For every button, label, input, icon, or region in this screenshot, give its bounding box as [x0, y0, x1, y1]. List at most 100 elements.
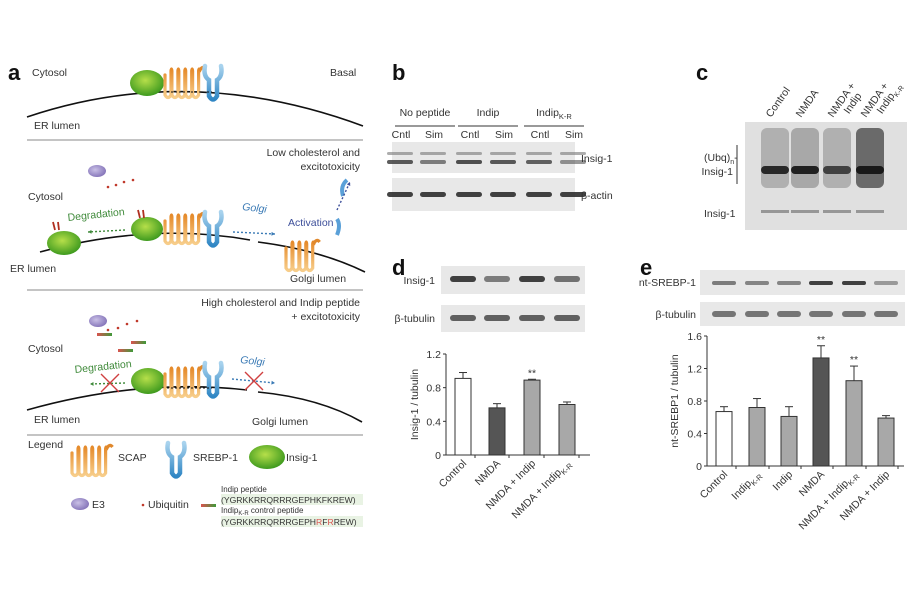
panel-d-label: d — [392, 255, 405, 280]
blocked-cross-icon — [244, 371, 264, 391]
bar — [558, 404, 576, 456]
panel-c-label: c — [696, 60, 708, 85]
insig-1-shape — [131, 217, 163, 241]
significance-label: ** — [850, 354, 858, 366]
kr-seq-bg — [221, 516, 363, 527]
ubq-insig-smear — [761, 128, 789, 188]
group-label: IndipK-R — [536, 107, 572, 121]
beta-tubulin-band — [809, 311, 833, 317]
golgi-membrane — [257, 391, 363, 423]
beta-tubulin-band — [745, 311, 769, 317]
indip-peptide-shape — [97, 333, 112, 336]
insig-1-shape — [47, 231, 81, 255]
insig-1-band — [420, 160, 446, 164]
category-name: Indip — [771, 469, 796, 494]
high-er-lumen-label: ER lumen — [34, 414, 80, 426]
x-tick-label: NMDA — [797, 469, 827, 499]
y-tick-label: 0.4 — [426, 416, 441, 428]
low-golgi-lumen-label: Golgi lumen — [290, 273, 346, 285]
nuclear-srebp-shape — [340, 178, 349, 197]
e3-ligase-shape — [71, 498, 89, 510]
y-tick-label: 0.8 — [687, 396, 702, 408]
ubiquitin-chain-icon — [52, 221, 60, 231]
ubq-insig-label: (Ubq)n- — [704, 152, 738, 166]
low-state-line1: Low cholesterol and — [267, 147, 361, 159]
y-tick-label: 0 — [435, 450, 441, 462]
insig-1-band-upper — [456, 152, 482, 155]
legend-kr-seq: (YGRKKRRQRRRGEPHRFRREW) — [221, 517, 357, 527]
beta-tubulin-band — [712, 311, 736, 317]
blot-label-beta-tubulin: β-tubulin — [395, 313, 436, 325]
category-name: NMDA — [473, 458, 503, 488]
beta-actin-band — [456, 192, 482, 197]
legend-scap-label: SCAP — [118, 452, 147, 464]
legend-ubiquitin-label: Ubiquitin — [148, 499, 189, 511]
beta-tubulin-band — [519, 315, 545, 321]
indip-peptide-shape — [118, 349, 133, 352]
insig-1-band-upper — [420, 152, 446, 155]
arrow-head — [346, 182, 351, 186]
ubiquitin-dot — [141, 503, 145, 507]
x-tick-label: Control — [698, 469, 730, 501]
nt-srebp-1-band — [874, 281, 898, 285]
blocked-cross-icon — [100, 373, 120, 393]
bar — [812, 357, 830, 467]
beta-actin-band — [387, 192, 413, 197]
beta-tubulin-band — [842, 311, 866, 317]
bar — [845, 380, 863, 467]
ubiquitin-dot — [116, 326, 120, 330]
beta-actin-band — [420, 192, 446, 197]
dotted-arrow — [232, 231, 276, 235]
nt-srebp-1-band — [842, 281, 866, 285]
insig-1-band — [450, 276, 476, 282]
lane-label: Control — [764, 85, 793, 120]
y-tick-label: 0.4 — [687, 429, 702, 441]
beta-actin-band — [560, 192, 586, 197]
group-name: Indip — [536, 107, 559, 119]
high-golgi-label: Golgi — [240, 354, 266, 369]
bar — [454, 377, 472, 456]
bar — [488, 407, 506, 456]
insig-1-band-upper — [490, 152, 516, 155]
lane-line1: Control — [764, 85, 793, 120]
lane-label: NMDA — [794, 88, 822, 120]
lane-label: Cntl — [531, 129, 550, 141]
beta-actin-band — [490, 192, 516, 197]
e3-ligase-shape — [88, 165, 106, 177]
group-name: No peptide — [400, 107, 451, 119]
srebp-1-shape — [202, 209, 224, 248]
arrow-head — [88, 229, 92, 234]
srebp-1-shape — [202, 360, 224, 399]
y-axis-label: Insig-1 / tubulin — [409, 369, 421, 440]
legend-kr-title: IndipK-R control peptide — [221, 506, 304, 517]
category-name: Control — [437, 458, 469, 490]
x-tick-label: IndipK-R — [729, 468, 765, 504]
ubiquitin-dot — [125, 322, 129, 326]
lane-line1: NMDA — [794, 88, 822, 120]
blot-label-insig-1: Insig-1 — [403, 275, 435, 287]
low-er-lumen-label: ER lumen — [10, 263, 56, 275]
blot-label-insig-1: Insig-1 — [581, 153, 613, 165]
ubiquitin-dot — [122, 180, 126, 184]
high-state-line2: + excitotoxicity — [291, 311, 360, 323]
arrow-head — [271, 380, 275, 385]
blot-label-nt-srebp-1: nt-SREBP-1 — [639, 277, 696, 289]
y-tick-label: 1.6 — [687, 331, 702, 343]
ubiquitin-dot — [106, 328, 110, 332]
insig-band — [856, 166, 884, 174]
insig-1-band — [490, 160, 516, 164]
insig-1-band — [791, 210, 819, 213]
ubiquitin-dot — [131, 178, 135, 182]
insig-1-shape — [249, 445, 285, 469]
insig-1-band — [823, 210, 851, 213]
dotted-arrow — [87, 229, 126, 233]
lane-label: NMDA +Indip — [826, 81, 867, 126]
srebp-1-shape — [202, 63, 224, 102]
group-subscript: K-R — [559, 112, 573, 121]
insig-1-band-upper — [560, 152, 586, 155]
bar — [523, 379, 541, 456]
